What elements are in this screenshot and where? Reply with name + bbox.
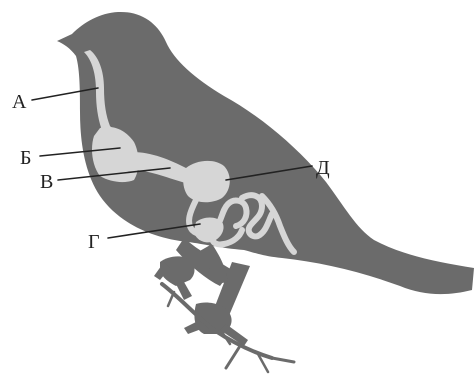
- label-g: Г: [88, 231, 100, 253]
- label-b: Б: [20, 147, 31, 169]
- label-v: В: [40, 171, 53, 193]
- gizzard: [183, 161, 230, 202]
- label-a: А: [12, 91, 27, 113]
- branch-twig-2: [272, 358, 294, 362]
- branch-twig-1: [226, 346, 240, 368]
- label-d: Д: [316, 157, 330, 179]
- branch-twig-5: [168, 292, 174, 306]
- bird-silhouette: [57, 12, 474, 372]
